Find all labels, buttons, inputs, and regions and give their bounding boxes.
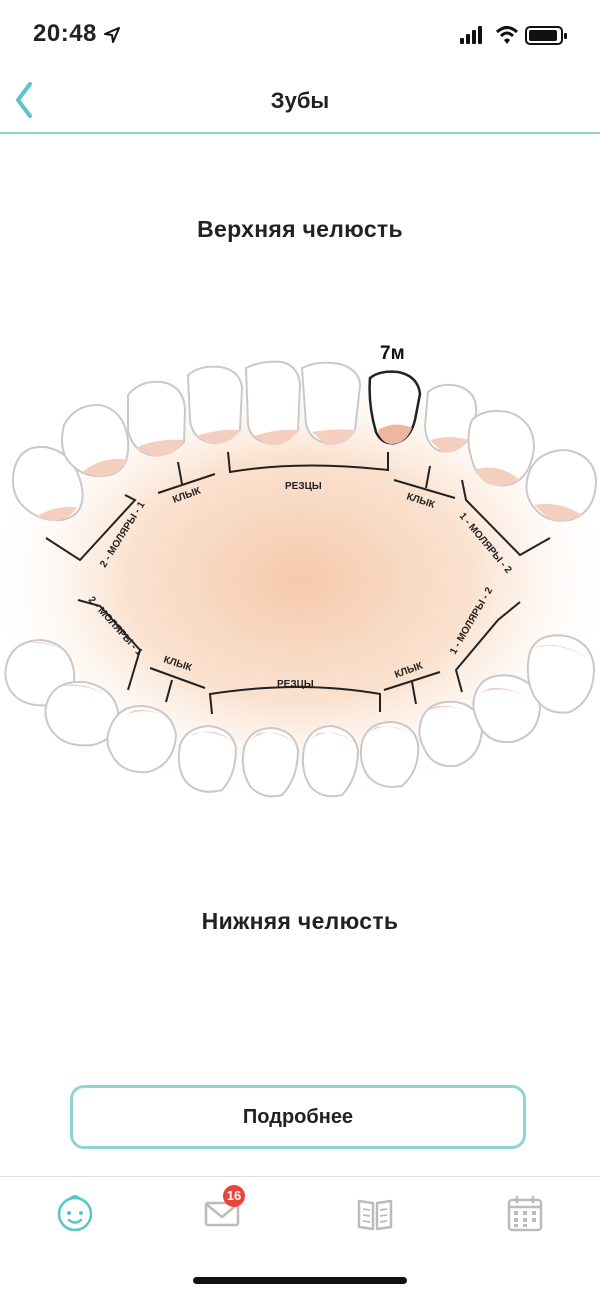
upper-tooth-molar1-right xyxy=(467,410,536,487)
lower-tooth-canine-left xyxy=(106,704,178,774)
upper-jaw-brackets xyxy=(45,451,551,562)
teeth-diagram: 2 - МОЛЯРЫ - 1 КЛЫК РЕЗЦЫ КЛЫК 1 - МОЛЯР… xyxy=(0,343,600,805)
open-book-icon xyxy=(357,1199,393,1231)
back-button[interactable] xyxy=(6,78,50,122)
lower-tooth-molar2-right xyxy=(526,634,596,714)
status-icons xyxy=(460,26,567,45)
upper-tooth-molar1-left xyxy=(61,403,130,478)
status-bar: 20:48 xyxy=(0,0,600,70)
upper-tooth-canine-right xyxy=(423,383,478,453)
wifi-icon xyxy=(495,26,519,44)
upper-tooth-molar2-right xyxy=(525,448,598,522)
upper-canine-left-bracket xyxy=(157,473,216,494)
lower-incisors-label: РЕЗЦЫ xyxy=(277,679,314,690)
home-indicator xyxy=(193,1277,407,1284)
lower-tooth-incisor2-right xyxy=(359,720,420,788)
lower-jaw-title: Нижняя челюсть xyxy=(201,908,399,934)
upper-molars-left-bracket xyxy=(45,494,137,562)
tab-messages[interactable]: 16 xyxy=(201,1185,245,1235)
upper-molars-right-bracket xyxy=(461,479,551,557)
upper-tooth-incisor1-left xyxy=(244,360,302,446)
lower-molars-left-bracket xyxy=(77,599,142,691)
lower-tooth-incisor1-left xyxy=(241,726,300,798)
tab-calendar[interactable] xyxy=(503,1191,547,1235)
lower-incisors-bracket xyxy=(208,686,381,715)
lower-tooth-canine-right xyxy=(418,700,484,768)
location-arrow-icon xyxy=(104,27,120,43)
tooth-age-label: 7м xyxy=(380,343,405,364)
tab-baby[interactable] xyxy=(53,1191,97,1235)
upper-incisors-label: РЕЗЦЫ xyxy=(285,481,322,492)
lower-tooth-molar1-right xyxy=(472,674,542,744)
baby-face-icon xyxy=(57,1195,93,1232)
upper-tooth-incisor2-right-highlighted xyxy=(368,370,422,445)
upper-jaw-title: Верхняя челюсть xyxy=(197,216,403,242)
tab-bar: 16 xyxy=(0,1176,600,1253)
calendar-icon xyxy=(507,1196,543,1232)
upper-tooth-canine-left xyxy=(127,380,187,457)
cellular-signal-icon xyxy=(460,26,482,44)
navigation-bar: Зубы xyxy=(0,70,600,134)
messages-badge: 16 xyxy=(223,1185,245,1207)
lower-canine-left-bracket xyxy=(149,667,206,689)
tab-articles[interactable] xyxy=(353,1191,397,1235)
upper-tooth-incisor2-left xyxy=(186,365,244,445)
upper-incisors-bracket xyxy=(227,451,389,474)
lower-jaw-brackets xyxy=(77,599,521,715)
upper-tooth-molar2-left xyxy=(12,445,84,522)
page-title: Зубы xyxy=(270,88,330,113)
details-button[interactable]: Подробнее xyxy=(70,1085,526,1149)
status-time: 20:48 xyxy=(33,20,97,47)
upper-tooth-incisor1-right xyxy=(300,361,362,446)
lower-tooth-incisor1-right xyxy=(301,724,360,798)
lower-molars-right-bracket xyxy=(454,601,521,693)
chevron-left-icon xyxy=(16,82,32,118)
lower-tooth-incisor2-left xyxy=(177,724,238,793)
gum-background xyxy=(0,355,600,805)
upper-canine-right-bracket xyxy=(393,479,456,499)
envelope-icon xyxy=(204,1201,240,1227)
lower-canine-right-bracket xyxy=(383,671,441,691)
battery-icon xyxy=(525,26,567,45)
